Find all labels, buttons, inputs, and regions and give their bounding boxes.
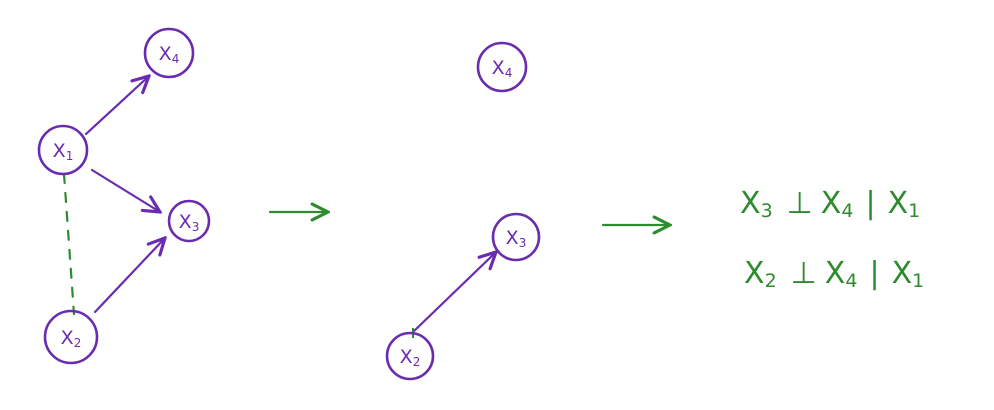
svg-text:X4: X4 [159,43,180,66]
node-x2-middle-label: X [400,346,413,368]
edge-x1-x2-dashed [62,172,76,316]
node-x4-middle-subscript: 4 [505,66,513,80]
node-x4-middle: X4 [476,41,528,93]
svg-text:X4: X4 [492,57,513,80]
node-x2-middle: X2 [385,331,435,381]
node-x4-subscript: 4 [172,52,180,66]
relation-2-lhs-sub: 2 [765,270,777,292]
edge-x2-x3-middle [411,252,496,334]
edge-x1-x3 [90,168,160,212]
node-x2-subscript: 2 [74,336,82,350]
node-x2: X2 [43,309,99,365]
relation-1-given: X [888,186,909,221]
middle-graph: X4 X3 X2 [385,41,541,381]
relation-1-lhs-sub: 3 [761,200,773,222]
relation-1-given-sub: 1 [908,200,920,222]
independence-relations: X3⊥X4|X1 X2⊥X4|X1 [740,186,924,292]
relation-1-bar: | [865,186,875,221]
svg-text:X3: X3 [506,227,527,250]
node-x3-label: X [179,211,192,233]
relation-2-rhs: X [825,256,846,291]
svg-text:X2: X2 [400,346,421,369]
node-x4: X4 [143,27,195,79]
node-x4-label: X [159,43,172,65]
node-x4-middle-label: X [492,57,505,79]
svg-text:X2: X2 [61,327,82,350]
relation-1-rhs-sub: 4 [841,200,853,222]
relation-2-bar: | [869,256,879,291]
relation-1-rhs: X [821,186,842,221]
node-x3-middle: X3 [491,212,541,262]
relation-1-lhs: X [740,186,761,221]
relation-1: X3⊥X4|X1 [740,186,920,222]
node-x2-label: X [61,327,74,349]
node-x1-label: X [53,140,66,162]
node-x1: X1 [37,124,89,176]
relation-2-given-sub: 1 [912,270,924,292]
relation-2: X2⊥X4|X1 [744,256,924,292]
node-x3-middle-label: X [506,227,519,249]
node-x2-middle-subscript: 2 [413,355,421,369]
svg-text:X3: X3 [179,211,200,234]
node-x3-middle-subscript: 3 [519,236,527,250]
left-graph: X4 X1 X3 X2 [37,27,211,365]
node-x3: X3 [167,199,211,243]
node-x1-subscript: 1 [66,149,74,163]
edge-x1-x4 [84,76,149,136]
svg-text:X1: X1 [53,140,74,163]
relation-2-given: X [892,256,913,291]
relation-2-op: ⊥ [791,256,817,291]
relation-2-lhs: X [744,256,765,291]
edge-x2-x3 [93,238,165,314]
relation-1-op: ⊥ [787,186,813,221]
relation-2-rhs-sub: 4 [845,270,857,292]
node-x3-subscript: 3 [192,220,200,234]
